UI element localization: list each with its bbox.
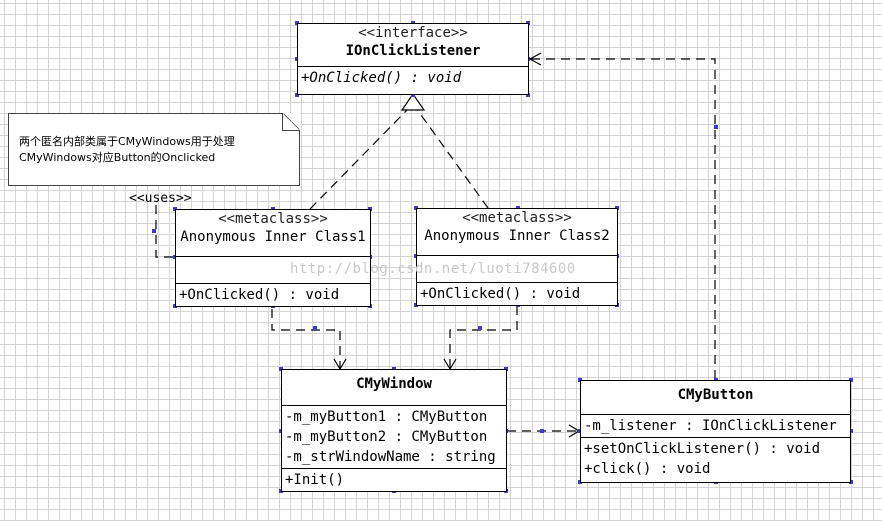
class-name: Anonymous Inner Class2 [424,228,610,244]
stereotype-label: <<metaclass>> [218,211,328,227]
attribute-item: -m_myButton2 : CMyButton [285,429,488,445]
comment-note[interactable]: 两个匿名内部类属于CMyWindows用于处理 CMyWindows对应Butt… [8,113,300,186]
class-cmywindow[interactable]: CMyWindow -m_myButton1 : CMyButton -m_my… [281,369,507,492]
stereotype-label: <<interface>> [358,25,468,41]
note-line-2: CMyWindows对应Button的Onclicked [19,151,216,164]
watermark-text: http://blog.csdn.net/luoti784600 [290,261,576,277]
class-name: CMyButton [677,387,754,403]
operation-item: +setOnClickListener() : void [584,441,821,457]
realization-line-inner1 [309,107,410,210]
operation-item: +click() : void [584,461,711,477]
class-anonymous-inner-class2[interactable]: <<metaclass>> Anonymous Inner Class2 +On… [416,208,618,306]
uses-label: <<uses>> [129,191,192,206]
class-anonymous-inner-class1[interactable]: <<metaclass>> Anonymous Inner Class1 +On… [175,209,371,307]
dependency-line-button-listener [531,58,716,379]
stereotype-label: <<metaclass>> [462,210,572,226]
attributes-section [176,256,370,283]
realization-line-inner2 [415,107,489,209]
dependency-line-inner2-window [449,306,518,369]
note-line-1: 两个匿名内部类属于CMyWindows用于处理 [19,135,235,148]
operation-item: +OnClicked() : void [179,287,340,303]
operation-item: +OnClicked() : void [420,286,581,302]
attribute-item: -m_listener : IOnClickListener [584,418,837,434]
attribute-item: -m_strWindowName : string [285,449,496,465]
dependency-line-inner1-window [271,309,341,369]
class-name: IOnClickListener [345,43,481,59]
attributes-section [417,255,617,282]
uses-line [155,205,176,258]
realization-arrowhead [400,92,426,111]
class-name: CMyWindow [356,376,432,392]
operation-item: +OnClicked() : void [301,70,462,86]
attribute-item: -m_myButton1 : CMyButton [285,409,488,425]
class-ionclicklistener[interactable]: <<interface>> IOnClickListener +OnClicke… [297,23,529,95]
class-name: Anonymous Inner Class1 [180,229,366,245]
operation-item: +Init() [285,472,345,488]
note-fold-corner [282,113,300,131]
class-cmybutton[interactable]: CMyButton -m_listener : IOnClickListener… [580,380,851,483]
